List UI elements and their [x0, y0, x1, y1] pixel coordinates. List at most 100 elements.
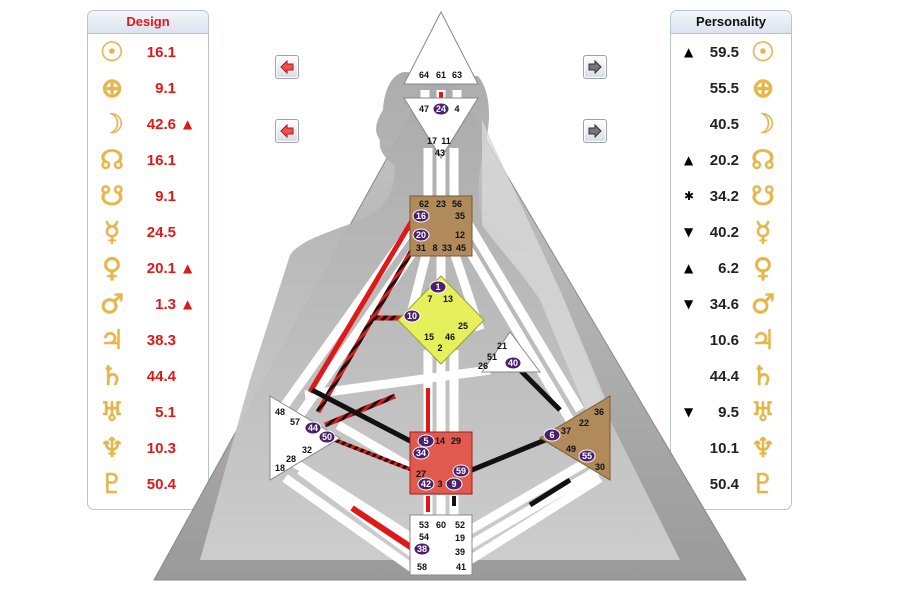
design-marker: ▲	[183, 297, 193, 311]
design-value: 16.1	[146, 44, 176, 61]
gate-badge	[318, 430, 336, 444]
gray-right-arrow-icon	[588, 123, 602, 139]
design-row: ⊕9.1	[88, 71, 208, 107]
gate-8: 8	[432, 243, 437, 253]
sun-icon: ☉	[750, 36, 776, 68]
personality-row: ☽ 40.5	[671, 107, 791, 143]
gate-44: 44	[308, 423, 318, 433]
design-value: 44.4	[146, 368, 176, 385]
red-left-arrow-icon	[280, 123, 294, 139]
gate-10: 10	[407, 311, 417, 321]
gate-4: 4	[454, 104, 459, 114]
gate-45: 45	[456, 243, 466, 253]
gate-46: 46	[445, 332, 455, 342]
jupiter-icon: ♃	[750, 324, 776, 356]
gate-63: 63	[452, 70, 462, 80]
moon-icon: ☽	[750, 108, 776, 140]
personality-value: 40.5	[709, 116, 739, 133]
gate-38: 38	[417, 544, 427, 554]
prev-design-button-2[interactable]	[275, 119, 299, 143]
personality-value: 34.2	[709, 188, 739, 205]
mercury-icon: ☿	[754, 216, 772, 248]
gate-1: 1	[435, 282, 440, 292]
gate-badge	[403, 309, 421, 323]
saturn-icon: ♄	[750, 360, 776, 392]
personality-value: 50.4	[709, 476, 739, 493]
red-left-arrow-icon	[280, 59, 294, 75]
gate-59: 59	[456, 466, 466, 476]
gate-31: 31	[416, 243, 426, 253]
personality-value: 34.6	[709, 296, 739, 313]
gate-56: 56	[452, 199, 462, 209]
gate-61: 61	[436, 70, 446, 80]
gate-2: 2	[437, 343, 442, 353]
design-row: ♅5.1	[88, 395, 208, 431]
design-marker: ▲	[183, 117, 193, 131]
personality-marker: ▼	[684, 405, 694, 419]
gate-18: 18	[275, 463, 285, 473]
channel-50-27	[334, 438, 413, 472]
design-row: ♇50.4	[88, 467, 208, 503]
next-personality-button-2[interactable]	[583, 119, 607, 143]
personality-row: ⊕55.5	[671, 71, 791, 107]
personality-value: 10.1	[709, 440, 739, 457]
pluto-icon: ♇	[750, 468, 776, 500]
uranus-icon: ♅	[99, 396, 125, 428]
channel-38-28-design	[350, 505, 414, 551]
personality-panel-title: Personality	[671, 11, 791, 34]
design-row: ♃38.3	[88, 323, 208, 359]
personality-value: 55.5	[709, 80, 739, 97]
design-row: ♆10.3	[88, 431, 208, 467]
gate-28: 28	[286, 454, 296, 464]
personality-marker: ▼	[684, 225, 694, 239]
personality-row: ♄44.4	[671, 359, 791, 395]
gate-badge	[452, 464, 470, 478]
north-node-icon: ☊	[100, 144, 124, 176]
gate-badge	[413, 542, 431, 556]
personality-value: 20.2	[709, 152, 739, 169]
gate-27: 27	[416, 469, 426, 479]
gate-6: 6	[549, 430, 554, 440]
design-row: ☽42.6▲	[88, 107, 208, 143]
design-panel: Design ☉16.1⊕9.1☽42.6▲☊16.1☋9.1☿24.5♀20.…	[87, 10, 209, 510]
gate-badge	[432, 102, 450, 116]
gate-badge	[445, 477, 463, 491]
gate-20: 20	[416, 230, 426, 240]
gate-24: 24	[436, 104, 446, 114]
personality-value: 6.2	[718, 260, 739, 277]
gate-35: 35	[455, 211, 465, 221]
neptune-icon: ♆	[99, 432, 125, 464]
personality-value: 59.5	[709, 44, 739, 61]
gate-64: 64	[419, 70, 429, 80]
personality-row: ☉59.5▲	[671, 35, 791, 71]
design-row: ☋9.1	[88, 179, 208, 215]
gate-43: 43	[435, 148, 445, 158]
design-row: ♄44.4	[88, 359, 208, 395]
personality-marker: ▲	[684, 261, 694, 275]
personality-row: ♂34.6▼	[671, 287, 791, 323]
design-value: 16.1	[146, 152, 176, 169]
channel-55-39	[528, 477, 572, 508]
gate-36: 36	[594, 407, 604, 417]
neptune-icon: ♆	[750, 432, 776, 464]
prev-design-button[interactable]	[275, 55, 299, 79]
spleen-center	[269, 395, 341, 481]
next-personality-button[interactable]	[583, 55, 607, 79]
mercury-icon: ☿	[103, 216, 121, 248]
gate-37: 37	[561, 426, 571, 436]
gate-58: 58	[417, 562, 427, 572]
design-row: ♂1.3▲	[88, 287, 208, 323]
mars-icon: ♂	[99, 288, 125, 320]
gate-33: 33	[442, 243, 452, 253]
gate-40: 40	[508, 358, 518, 368]
gate-badge	[412, 228, 430, 242]
gate-badge	[412, 446, 430, 460]
gate-badge	[578, 449, 596, 463]
g-center	[397, 275, 485, 365]
personality-marker: ▼	[684, 297, 694, 311]
personality-value: 10.6	[709, 332, 739, 349]
gate-47: 47	[419, 104, 429, 114]
pluto-icon: ♇	[99, 468, 125, 500]
